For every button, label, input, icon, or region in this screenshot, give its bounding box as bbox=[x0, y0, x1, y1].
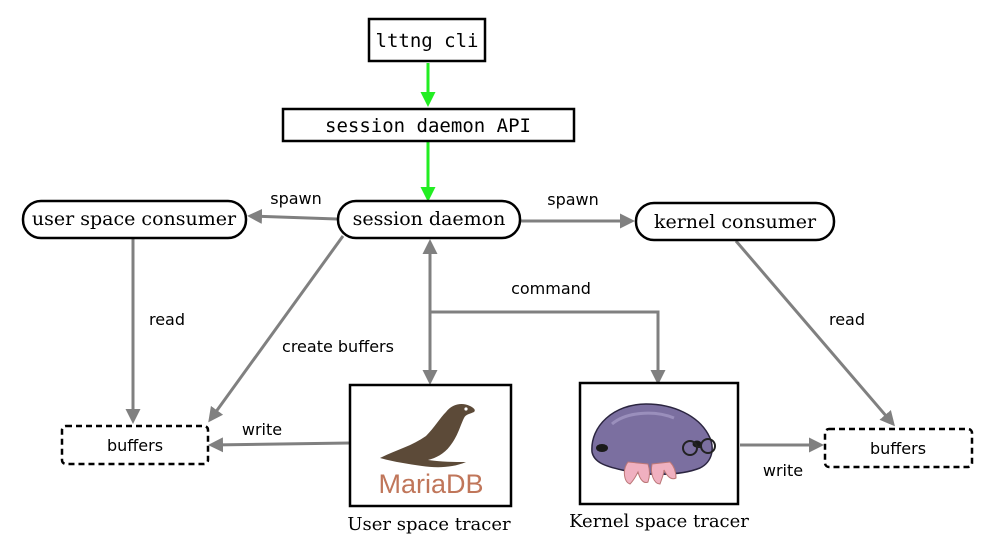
mariadb-logo-text: MariaDB bbox=[378, 469, 483, 499]
node-user-space-tracer: MariaDB bbox=[348, 383, 513, 508]
node-kernel-consumer: kernel consumer bbox=[634, 201, 836, 242]
user-space-tracer-caption: User space tracer bbox=[347, 514, 511, 535]
mole-with-glasses-icon bbox=[591, 403, 716, 485]
lttng-cli-label: lttng cli bbox=[376, 30, 479, 52]
node-session-daemon-api: session daemon API bbox=[281, 107, 576, 143]
user-space-consumer-label: user space consumer bbox=[32, 208, 237, 230]
node-lttng-cli: lttng cli bbox=[367, 17, 487, 63]
node-kernel-space-tracer bbox=[578, 381, 740, 506]
node-buffers-left: buffers bbox=[60, 424, 210, 466]
mariadb-seal-logo: MariaDB bbox=[378, 404, 484, 499]
mole-body bbox=[591, 403, 713, 476]
buffers-left-label: buffers bbox=[107, 436, 163, 455]
label-read-right: read bbox=[829, 310, 865, 329]
node-user-space-consumer: user space consumer bbox=[21, 199, 248, 240]
label-read-left: read bbox=[149, 310, 185, 329]
label-spawn-left: spawn bbox=[270, 189, 322, 208]
label-create-buffers: create buffers bbox=[282, 337, 394, 356]
kernel-consumer-label: kernel consumer bbox=[654, 211, 817, 233]
edge-create-buffers bbox=[208, 235, 345, 423]
kernel-space-tracer-caption: Kernel space tracer bbox=[569, 511, 749, 532]
edges bbox=[125, 63, 895, 453]
mole-glasses bbox=[682, 438, 716, 456]
label-write-right: write bbox=[763, 461, 803, 480]
session-daemon-api-label: session daemon API bbox=[325, 115, 531, 137]
edge-command-to-kernel-tracer bbox=[430, 310, 666, 385]
label-spawn-right: spawn bbox=[547, 190, 599, 209]
buffers-right-label: buffers bbox=[870, 439, 926, 458]
label-command: command bbox=[511, 279, 591, 298]
edge-write-left bbox=[208, 437, 351, 453]
mole-paws bbox=[623, 461, 677, 485]
node-buffers-right: buffers bbox=[823, 427, 974, 469]
seal-body-icon bbox=[380, 404, 475, 468]
label-write-left: write bbox=[242, 420, 282, 439]
node-session-daemon: session daemon bbox=[336, 199, 522, 240]
edge-read-right bbox=[734, 240, 895, 427]
session-daemon-label: session daemon bbox=[353, 208, 506, 230]
edge-spawn-user-consumer bbox=[247, 208, 338, 224]
